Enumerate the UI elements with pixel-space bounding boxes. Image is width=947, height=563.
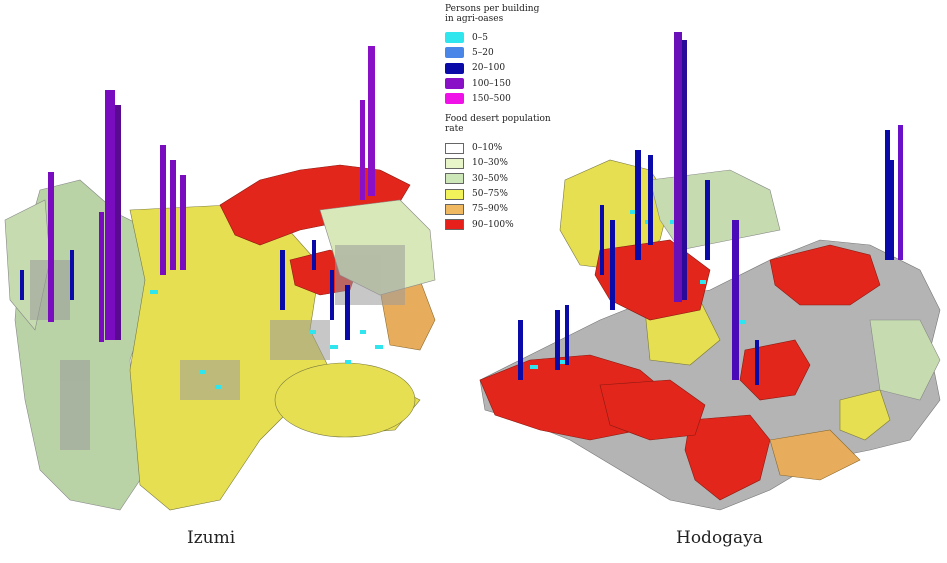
izumi-yellow-ellipse bbox=[274, 362, 416, 438]
persons-legend-items: 0–5 5–20 20–100 100–150 150–500 bbox=[445, 30, 570, 106]
hodogaya-map bbox=[479, 32, 941, 511]
persons-legend-row: 5–20 bbox=[445, 45, 570, 60]
persons-legend-swatch bbox=[445, 47, 464, 59]
persons-legend-row: 150–500 bbox=[445, 91, 570, 106]
food-legend-swatch bbox=[445, 219, 464, 231]
food-legend-items: 0–10% 10–30% 30–50% 50–75% 75–90% 90–100% bbox=[445, 140, 570, 232]
persons-legend-label: 150–500 bbox=[472, 93, 511, 104]
food-legend-title: Food desert population rate bbox=[445, 114, 551, 135]
izumi-bars bbox=[20, 46, 375, 342]
izumi-map bbox=[4, 46, 436, 511]
food-legend-swatch bbox=[445, 173, 464, 185]
hodogaya-yellow-north bbox=[559, 159, 671, 271]
persons-legend-swatch bbox=[445, 32, 464, 44]
persons-legend-row: 0–5 bbox=[445, 30, 570, 45]
persons-legend-title: Persons per building in agri-oases bbox=[445, 4, 570, 24]
hodogaya-orange-south bbox=[769, 429, 861, 481]
food-legend-swatch bbox=[445, 188, 464, 200]
izumi-cyan-points bbox=[150, 290, 383, 389]
hodogaya-red-middle bbox=[599, 379, 706, 441]
food-legend-label: 75–90% bbox=[472, 204, 508, 215]
food-legend-label: 10–30% bbox=[472, 158, 508, 169]
persons-legend-label: 100–150 bbox=[472, 78, 511, 89]
food-legend-swatch bbox=[445, 203, 464, 215]
hodogaya-green-east bbox=[869, 319, 941, 401]
hodogaya-bars bbox=[518, 32, 903, 385]
food-legend-label: 50–75% bbox=[472, 189, 508, 200]
food-legend-row: 75–90% bbox=[445, 202, 570, 217]
hodogaya-red-south bbox=[684, 414, 771, 501]
food-legend-row: 90–100% bbox=[445, 217, 570, 232]
food-legend-row: 50–75% bbox=[445, 186, 570, 201]
persons-legend-label: 5–20 bbox=[472, 47, 494, 58]
izumi-urban-texture bbox=[30, 245, 405, 450]
food-legend-label: 0–10% bbox=[472, 143, 503, 154]
food-legend-label: 30–50% bbox=[472, 173, 508, 184]
persons-legend-title-line2: in agri-oases bbox=[445, 14, 504, 24]
food-legend-row: 30–50% bbox=[445, 171, 570, 186]
persons-legend-label: 0–5 bbox=[472, 32, 488, 43]
hodogaya-yellow-east bbox=[839, 389, 891, 441]
food-legend-row: 10–30% bbox=[445, 156, 570, 171]
izumi-caption: Izumi bbox=[187, 528, 236, 548]
persons-legend-row: 20–100 bbox=[445, 61, 570, 76]
hodogaya-green-north bbox=[649, 169, 781, 251]
persons-legend-row: 100–150 bbox=[445, 76, 570, 91]
food-legend-swatch bbox=[445, 157, 464, 169]
food-legend-swatch bbox=[445, 142, 464, 154]
hodogaya-caption: Hodogaya bbox=[676, 528, 763, 548]
persons-legend-label: 20–100 bbox=[472, 63, 506, 74]
food-legend-label: 90–100% bbox=[472, 219, 514, 230]
food-legend-row: 0–10% bbox=[445, 140, 570, 155]
persons-legend-title-line1: Persons per building bbox=[445, 4, 540, 14]
persons-legend-swatch bbox=[445, 93, 464, 105]
persons-legend-swatch bbox=[445, 78, 464, 90]
hodogaya-red-northeast bbox=[769, 244, 881, 306]
persons-legend-swatch bbox=[445, 62, 464, 74]
map-legend: Persons per building in agri-oases 0–5 5–… bbox=[445, 4, 570, 232]
